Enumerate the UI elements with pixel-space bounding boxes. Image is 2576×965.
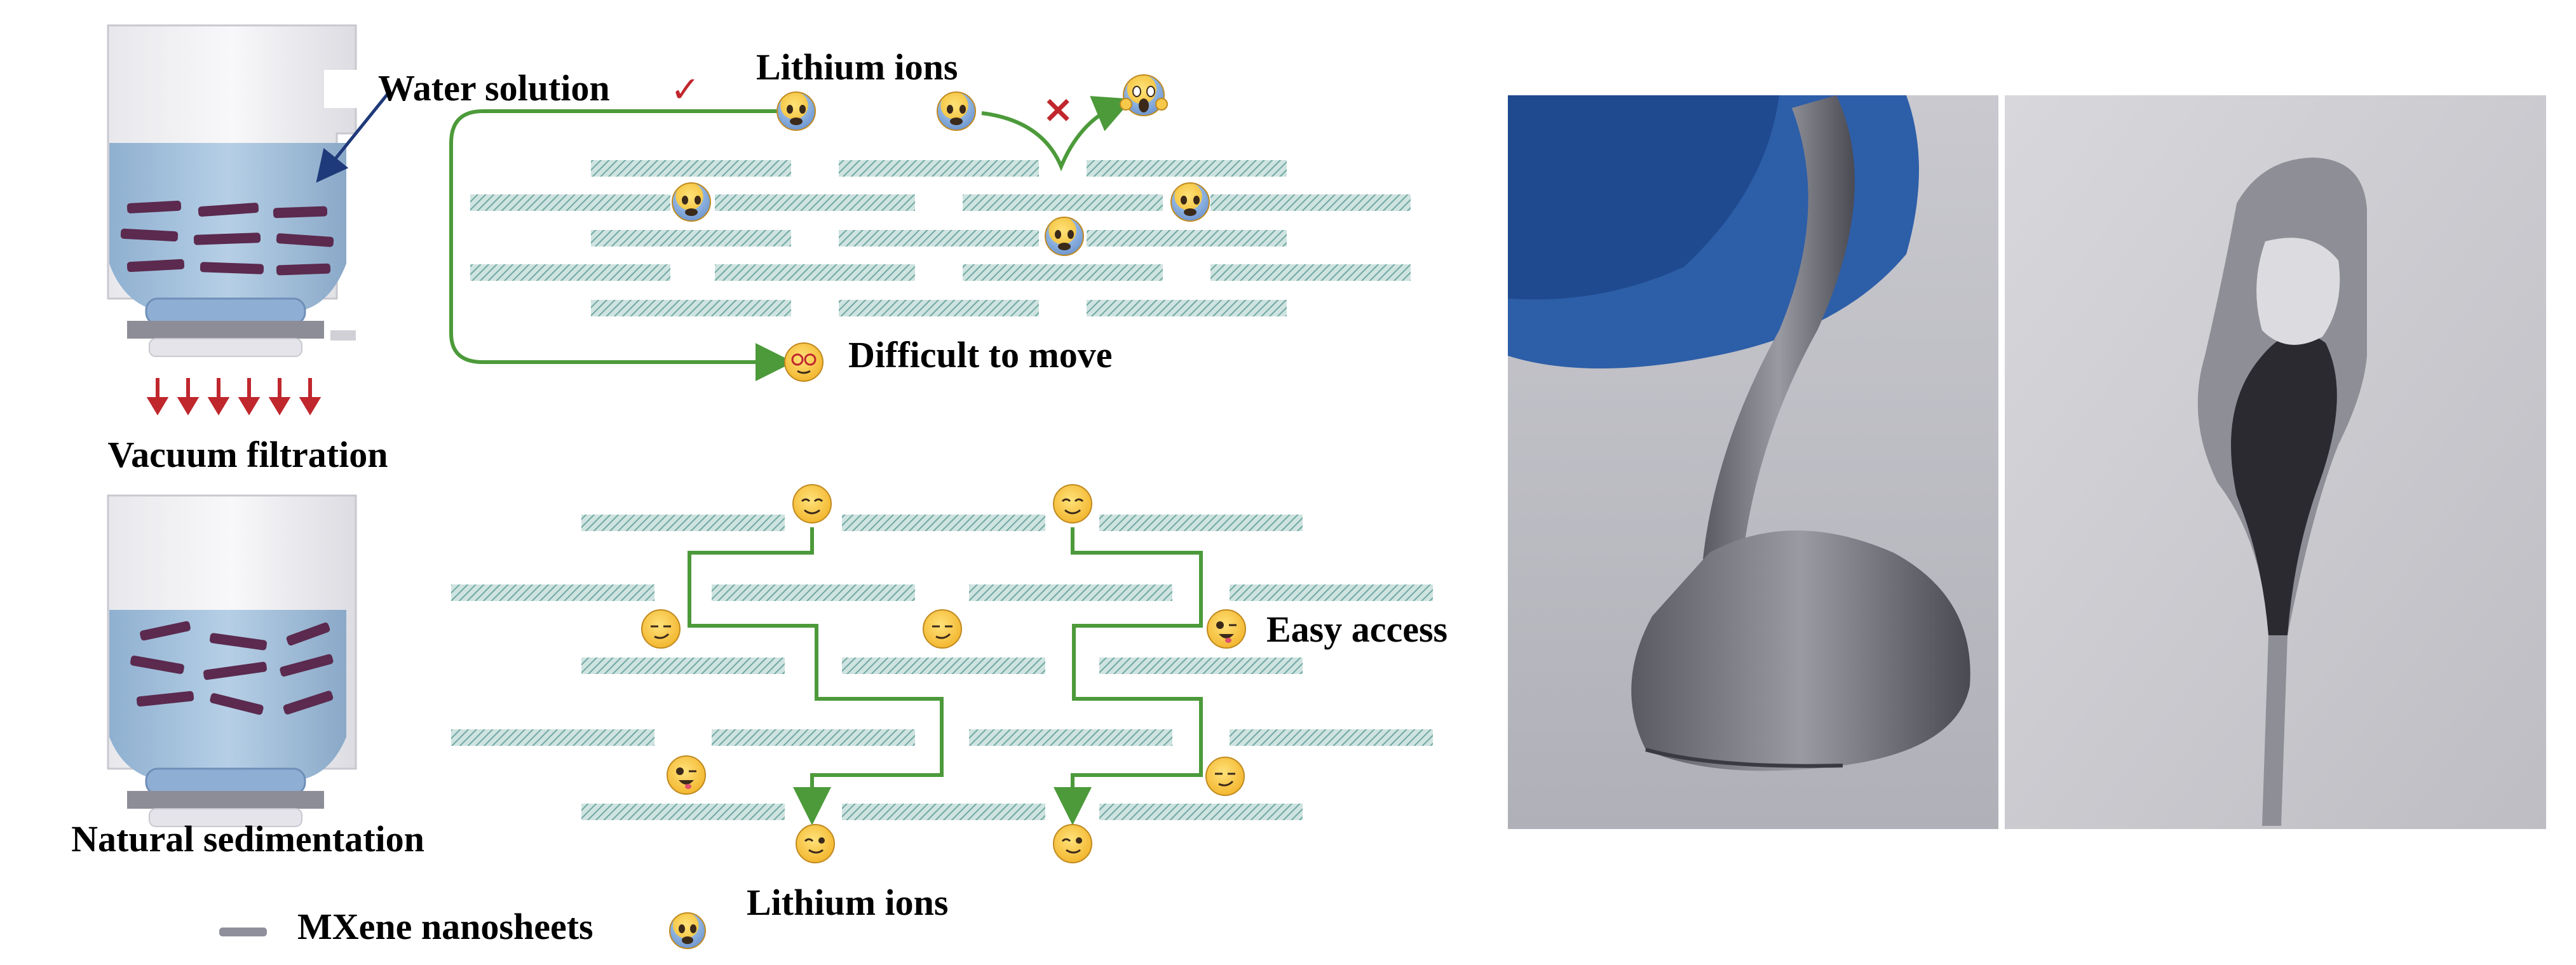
lithium-ions-bottom-label: Lithium ions [747, 882, 949, 923]
fearful-face-icon [672, 182, 711, 222]
open-nanosheets [451, 515, 1433, 820]
filtration-device-icon [107, 24, 362, 357]
suction-arrows [146, 378, 322, 415]
smiling-face-icon [641, 609, 681, 649]
ion-detour-path [449, 109, 794, 381]
mxene-legend-swatch [219, 928, 267, 936]
smiling-face-icon [923, 609, 962, 649]
lithium-ions-top-label: Lithium ions [756, 46, 958, 88]
restacked-nanosheets [470, 160, 1411, 316]
smiling-face-icon [792, 484, 832, 523]
ion-easy-path-right [1054, 527, 1203, 825]
ion-blocked-path [981, 96, 1133, 172]
smiling-face-icon [1205, 757, 1245, 796]
easy-access-label: Easy access [1266, 609, 1447, 650]
screaming-face-icon [1120, 74, 1168, 116]
fearful-face-icon [776, 91, 816, 131]
legend-mxene-label: MXene nanosheets [297, 906, 593, 947]
winking-face-icon [1207, 609, 1246, 649]
fearful-face-icon [1045, 217, 1084, 256]
smiling-face-icon [1053, 484, 1092, 523]
winking-face-icon [1053, 824, 1092, 863]
natural-sedimentation-label: Natural sedimentation [71, 818, 424, 860]
winking-face-icon [796, 824, 835, 863]
difficult-to-move-label: Difficult to move [848, 334, 1113, 375]
bent-film-photo-icon [1508, 95, 1998, 829]
sedimentation-device-icon [107, 494, 357, 827]
winking-face-icon [667, 755, 706, 795]
fearful-face-icon [1170, 182, 1210, 222]
fearful-face-icon [669, 912, 706, 949]
water-pointer-line [316, 93, 389, 183]
looped-film-photo-icon [2005, 95, 2546, 829]
ion-easy-path-left [688, 527, 944, 825]
dizzy-face-icon [784, 342, 824, 382]
water-solution-label: Water solution [378, 67, 610, 109]
cross-mark: × [1042, 87, 1074, 132]
photo-divider [1998, 95, 2005, 829]
vacuum-filtration-label: Vacuum filtration [108, 434, 388, 475]
check-mark: ✓ [670, 69, 700, 111]
fearful-face-icon [937, 91, 976, 131]
